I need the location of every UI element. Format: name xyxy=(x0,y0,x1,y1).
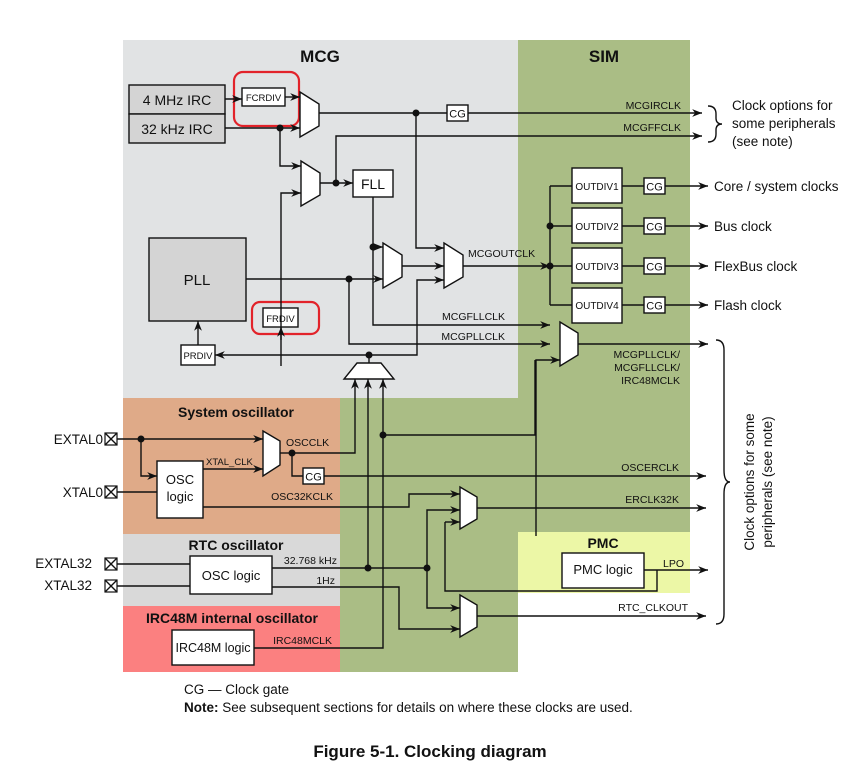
periph-clock-mux xyxy=(559,320,579,368)
outdiv4-row: OUTDIV4 CG Flash clock xyxy=(550,287,782,324)
mcgirclk-label: MCGIRCLK xyxy=(626,100,681,112)
svg-text:OSC logic: OSC logic xyxy=(202,568,261,583)
side-brace xyxy=(715,339,731,625)
figure-caption: Figure 5-1. Clocking diagram xyxy=(313,742,546,761)
irc-4mhz-block xyxy=(128,84,226,115)
pmc-logic-block xyxy=(561,552,645,589)
sim-title: SIM xyxy=(589,47,619,66)
svg-text:CG: CG xyxy=(646,182,663,194)
svg-text:(see note): (see note) xyxy=(732,134,793,149)
legend-cg: CG — Clock gate xyxy=(184,682,289,697)
svg-text:CG: CG xyxy=(305,472,322,484)
cg-mcgirclk-label: CG xyxy=(449,109,466,121)
irc-32khz-label: 32 kHz IRC xyxy=(141,121,213,137)
svg-text:some peripherals: some peripherals xyxy=(732,116,836,131)
rtc-clkout-label: RTC_CLKOUT xyxy=(618,602,688,614)
pmc-title: PMC xyxy=(587,535,618,551)
fll-label: FLL xyxy=(361,176,385,192)
svg-text:OUTDIV3: OUTDIV3 xyxy=(575,262,619,273)
svg-text:PMC logic: PMC logic xyxy=(573,562,633,577)
svg-text:EXTAL32: EXTAL32 xyxy=(35,556,92,571)
sim-panel xyxy=(518,40,690,532)
svg-text:OUTDIV4: OUTDIV4 xyxy=(575,301,619,312)
fll-ref-mux xyxy=(300,159,321,208)
mcg-title: MCG xyxy=(300,47,340,66)
side-note-line1: Clock options for some xyxy=(742,413,757,550)
outdiv2-row: OUTDIV2 CG Bus clock xyxy=(550,207,772,244)
side-note-line2: peripherals (see note) xyxy=(760,416,775,547)
oscerclk-label: OSCERCLK xyxy=(621,462,679,474)
pll-label: PLL xyxy=(184,272,211,289)
top-brace xyxy=(707,105,723,143)
erclk32k-label: ERCLK32K xyxy=(625,494,679,506)
irc48m-logic-block xyxy=(171,629,255,666)
irc48m-title: IRC48M internal oscillator xyxy=(146,610,318,626)
svg-text:IRC48MCLK: IRC48MCLK xyxy=(621,375,680,387)
ext-ref-mux xyxy=(342,362,396,380)
irc-4mhz-label: 4 MHz IRC xyxy=(143,92,211,108)
svg-text:1Hz: 1Hz xyxy=(316,575,335,587)
osc-logic-block xyxy=(156,460,204,519)
prdiv-label: PRDIV xyxy=(183,351,213,362)
extal32-pin: EXTAL32 xyxy=(35,556,118,571)
oscclk-mux xyxy=(262,429,281,478)
svg-text:OUTDIV2: OUTDIV2 xyxy=(575,222,619,233)
svg-text:OSCCLK: OSCCLK xyxy=(286,437,329,449)
lpo-label: LPO xyxy=(663,558,684,570)
rtc-clkout-mux xyxy=(459,593,478,639)
svg-text:CG: CG xyxy=(646,222,663,234)
svg-text:EXTAL0: EXTAL0 xyxy=(54,432,103,447)
frdiv-highlight xyxy=(250,300,321,336)
mcgpllclk-label: MCGPLLCLK xyxy=(441,331,505,343)
irc-select-mux xyxy=(299,90,320,139)
mcgfllclk-label: MCGFLLCLK xyxy=(442,311,505,323)
svg-text:MCGPLLCLK/: MCGPLLCLK/ xyxy=(613,349,680,361)
svg-text:OSC32KCLK: OSC32KCLK xyxy=(271,491,333,503)
fcrdiv-label: FCRDIV xyxy=(246,93,282,104)
rtc-osc-logic-block xyxy=(189,555,273,595)
fll-block xyxy=(352,169,394,198)
sim-lower-panel xyxy=(340,398,518,672)
system-osc-title: System oscillator xyxy=(178,404,294,420)
flash-clock-label: Flash clock xyxy=(714,298,782,313)
rtc-osc-title: RTC oscillator xyxy=(189,537,284,553)
erclk32k-mux xyxy=(459,485,478,531)
svg-text:IRC48MCLK: IRC48MCLK xyxy=(273,635,332,647)
mcgoutclk-label: MCGOUTCLK xyxy=(468,248,535,260)
outdiv3-row: OUTDIV3 CG FlexBus clock xyxy=(550,247,798,284)
svg-text:Clock options for: Clock options for xyxy=(732,98,833,113)
svg-text:IRC48M logic: IRC48M logic xyxy=(175,641,250,655)
flexbus-clock-label: FlexBus clock xyxy=(714,259,798,274)
mcgout-mux xyxy=(443,241,464,290)
pll-fll-mux xyxy=(382,241,403,290)
svg-text:OSC: OSC xyxy=(166,472,194,487)
mcgffclk-label: MCGFFCLK xyxy=(623,122,681,134)
svg-text:MCGFLLCLK/: MCGFLLCLK/ xyxy=(614,362,680,374)
svg-text:CG: CG xyxy=(646,262,663,274)
svg-text:logic: logic xyxy=(167,489,194,504)
core-clock-label: Core / system clocks xyxy=(714,179,839,194)
xtal0-pin: XTAL0 xyxy=(63,485,118,500)
note-text: Note: See subsequent sections for detail… xyxy=(184,700,633,715)
bus-clock-label: Bus clock xyxy=(714,219,772,234)
xtal32-pin: XTAL32 xyxy=(44,578,118,593)
svg-text:XTAL0: XTAL0 xyxy=(63,485,103,500)
outdiv1-row: OUTDIV1 CG Core / system clocks xyxy=(550,167,839,204)
extal0-pin: EXTAL0 xyxy=(54,432,118,447)
svg-text:CG: CG xyxy=(646,301,663,313)
svg-text:OUTDIV1: OUTDIV1 xyxy=(575,182,619,193)
svg-text:XTAL32: XTAL32 xyxy=(44,578,92,593)
svg-text:XTAL_CLK: XTAL_CLK xyxy=(206,457,253,468)
svg-text:32.768 kHz: 32.768 kHz xyxy=(284,555,337,567)
